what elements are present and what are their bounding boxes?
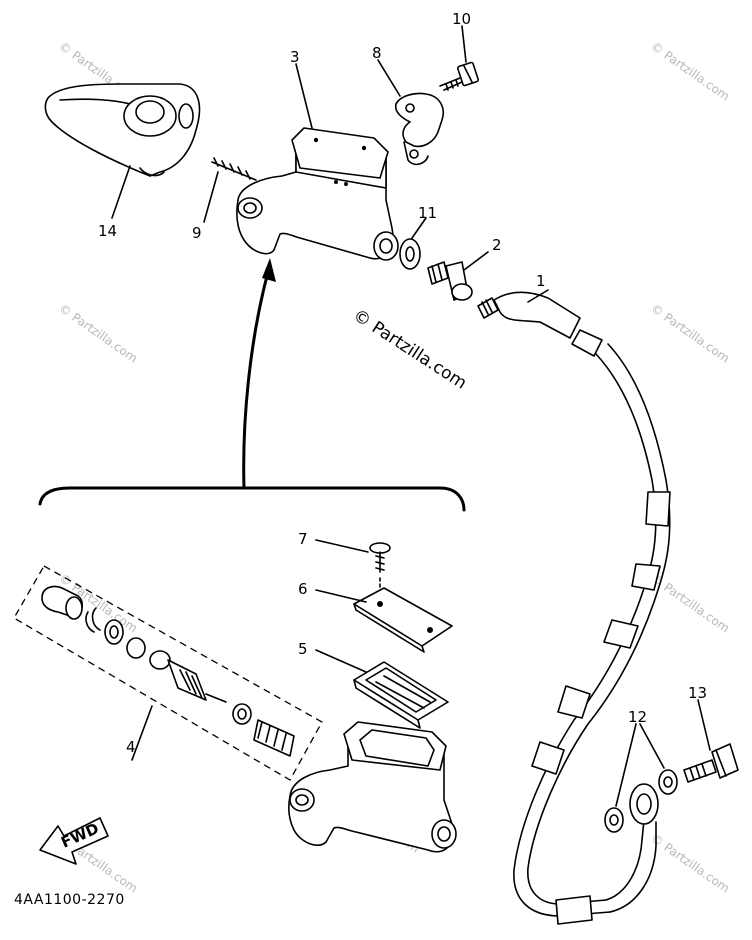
part-1-brake-hose: [477, 291, 671, 925]
callout-5: 5: [298, 640, 308, 658]
watermark-tile: © Partzilla.com: [648, 301, 732, 366]
watermark-tile: © Partzilla.com: [648, 39, 732, 104]
callout-10: 10: [452, 10, 471, 28]
watermark-main: © Partzilla.com: [349, 305, 470, 393]
watermark-tile: © Partzilla.com: [56, 301, 140, 366]
callout-4: 4: [126, 738, 136, 756]
assembly-arrow: [38, 258, 466, 512]
master-cylinder-lower: [288, 721, 457, 853]
callout-numbers: 1 2 3 4 5 6 7 8 9 10 11 12 13 14: [98, 10, 707, 756]
callout-2: 2: [492, 236, 502, 254]
callout-1: 1: [536, 272, 546, 290]
part-3-master-cylinder: [236, 127, 399, 261]
callout-8: 8: [372, 44, 382, 62]
leader-lines: [111, 25, 711, 807]
part-5-diaphragm: [353, 661, 449, 729]
callout-12: 12: [628, 708, 647, 726]
part-11-washer: [399, 238, 421, 270]
part-4-cylinder-kit: [13, 565, 323, 781]
part-9-screw: [211, 157, 257, 181]
part-14-cover: [44, 83, 201, 177]
part-8-holder: [394, 92, 444, 166]
part-2-joint: [427, 261, 473, 301]
diagram-code: 4AA1100-2270: [14, 892, 125, 908]
part-7-screw: [369, 542, 391, 599]
callout-6: 6: [298, 580, 308, 598]
callout-13: 13: [688, 684, 707, 702]
callout-7: 7: [298, 530, 308, 548]
callout-11: 11: [418, 204, 437, 222]
callout-3: 3: [290, 48, 300, 66]
callout-9: 9: [192, 224, 202, 242]
watermark-tile: © Partzilla.com: [648, 831, 732, 896]
callout-14: 14: [98, 222, 117, 240]
part-12-washers: [604, 769, 678, 833]
part-6-cap: [353, 587, 453, 653]
part-13-union-bolt: [683, 743, 739, 783]
part-10-bolt: [439, 61, 479, 91]
